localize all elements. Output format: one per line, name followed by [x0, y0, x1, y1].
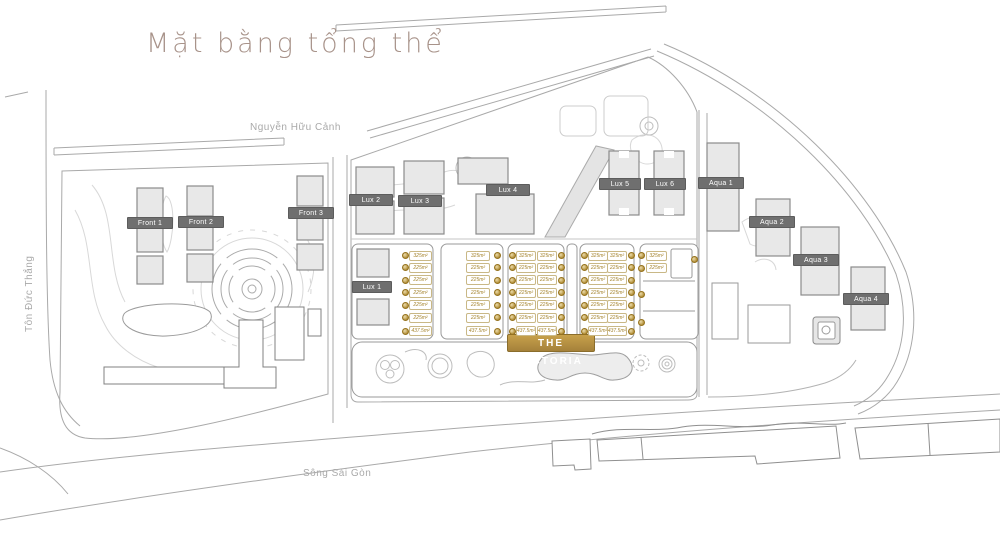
- front-3-building: [296, 175, 324, 271]
- lux-4-building: [457, 157, 535, 235]
- street-label-ton-duc-thang: Tôn Đức Thắng: [24, 255, 35, 332]
- badge-lux-3[interactable]: Lux 3: [398, 195, 442, 207]
- badge-aqua-1[interactable]: Aqua 1: [698, 177, 744, 189]
- central-pool: [537, 352, 633, 381]
- right-parcel-structures: [711, 282, 841, 345]
- t-pier: [223, 319, 277, 389]
- river-label-song-sai-gon: Sông Sài Gòn: [303, 468, 372, 479]
- badge-aqua-2[interactable]: Aqua 2: [749, 216, 795, 228]
- badge-front-2[interactable]: Front 2: [178, 216, 224, 228]
- front-1-building: [136, 187, 164, 285]
- badge-the-victoria[interactable]: THE VICTORIA: [507, 334, 595, 367]
- river-edge: [0, 393, 1000, 521]
- roads-boundaries: [4, 5, 915, 440]
- lux-2-building: [355, 166, 395, 235]
- lot-blocks: [351, 243, 699, 340]
- left-parcel-structures: [103, 248, 322, 389]
- badge-front-1[interactable]: Front 1: [127, 217, 173, 229]
- central-park: [351, 341, 698, 398]
- badge-aqua-4[interactable]: Aqua 4: [843, 293, 889, 305]
- street-label-nguyen-huu-canh: Nguyễn Hữu Cảnh: [250, 122, 341, 133]
- badge-lux-5[interactable]: Lux 5: [599, 178, 641, 190]
- badge-aqua-3[interactable]: Aqua 3: [793, 254, 839, 266]
- badge-lux-1[interactable]: Lux 1: [352, 281, 392, 293]
- pond: [122, 303, 212, 337]
- badge-lux-6[interactable]: Lux 6: [644, 178, 686, 190]
- lux-1-building: [356, 248, 390, 326]
- badge-lux-2[interactable]: Lux 2: [349, 194, 393, 206]
- badge-lux-4[interactable]: Lux 4: [486, 184, 530, 196]
- page-title: Mặt bằng tổng thể: [146, 28, 445, 59]
- badge-front-3[interactable]: Front 3: [288, 207, 334, 219]
- front-2-building: [186, 185, 214, 283]
